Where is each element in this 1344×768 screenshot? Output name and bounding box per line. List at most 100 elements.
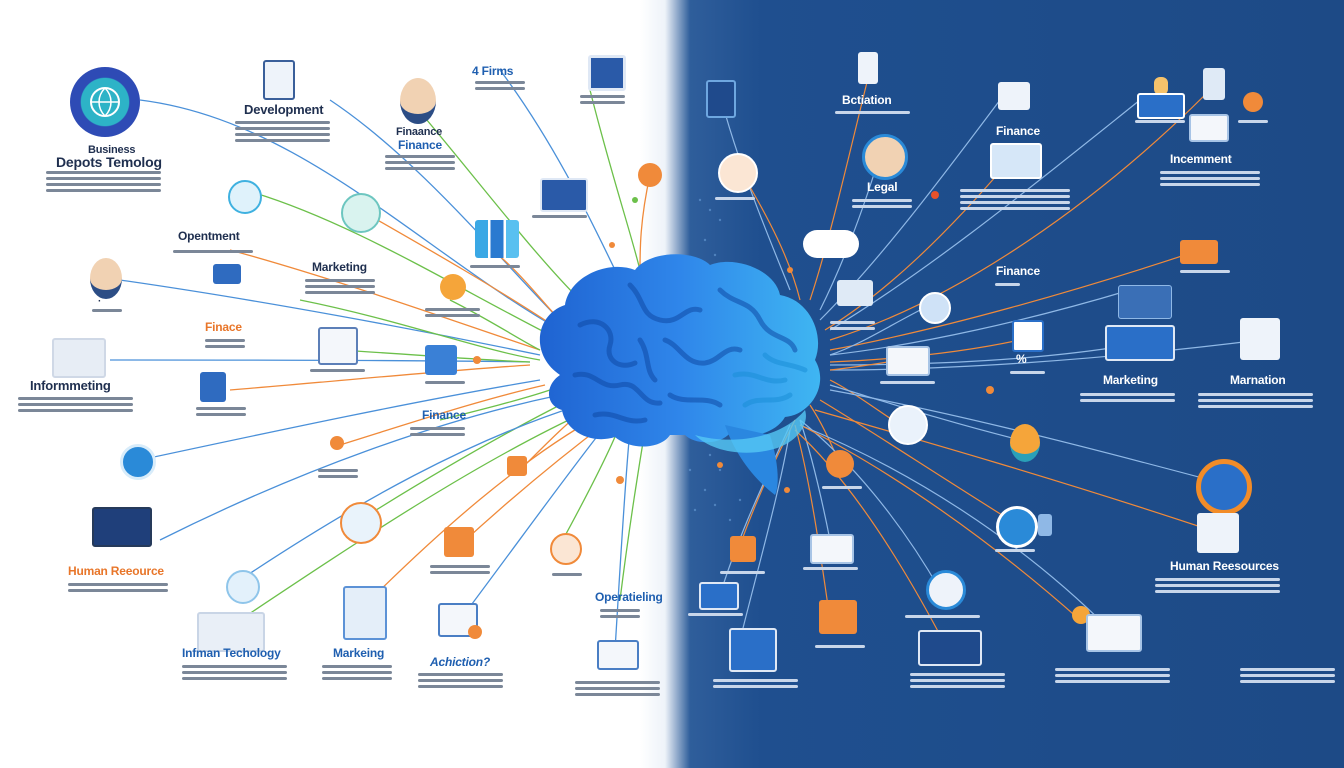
text-block — [196, 404, 246, 419]
gear-icon — [638, 163, 662, 187]
text-block — [1160, 168, 1260, 189]
text-block — [68, 580, 168, 595]
text-block — [575, 678, 660, 699]
label-percent: % — [1016, 352, 1027, 366]
label-ceo: · — [98, 296, 102, 307]
text-block — [310, 366, 365, 375]
label-marketing-right: Marketing — [1103, 373, 1158, 387]
cart-icon — [718, 153, 758, 193]
label-legal: Legal — [867, 180, 898, 194]
text-block — [1010, 368, 1045, 377]
text-block — [960, 186, 1070, 213]
person-icon — [400, 78, 436, 124]
text-block — [995, 546, 1035, 555]
text-block — [182, 662, 287, 683]
person-icon — [862, 134, 908, 180]
lightbulb-icon — [1154, 77, 1168, 95]
label-firms: 4 Firms — [472, 64, 514, 78]
text-block — [715, 194, 755, 203]
globe-icon — [70, 67, 140, 137]
monitor-icon — [886, 346, 930, 376]
text-block — [803, 564, 858, 573]
text-block — [235, 118, 330, 145]
text-block — [910, 670, 1005, 691]
label-optment: Opentment — [178, 229, 240, 243]
text-block — [1180, 267, 1230, 276]
tools-icon — [888, 405, 928, 445]
globe-icon — [996, 506, 1038, 548]
person-icon — [330, 436, 344, 450]
text-block — [1080, 390, 1175, 405]
text-block — [815, 642, 865, 651]
text-block — [425, 305, 480, 320]
text-block — [475, 78, 525, 93]
label-human-resource: Human Reeource — [68, 564, 164, 578]
label-finance-right: Finance — [996, 124, 1040, 138]
monitor-icon — [1105, 325, 1175, 361]
document-icon — [52, 338, 106, 378]
monitor-icon — [706, 80, 736, 118]
text-block — [1135, 117, 1185, 126]
location-icon — [1072, 606, 1090, 624]
text-block — [305, 276, 375, 297]
label-informmeting: Informmeting — [30, 378, 111, 393]
text-block — [995, 280, 1020, 289]
text-block — [470, 262, 520, 271]
chart-icon — [425, 345, 457, 375]
text-block — [92, 306, 122, 315]
text-block — [852, 196, 912, 211]
label-marnation: Marnation — [1230, 373, 1286, 387]
label-inrman-techology: Infman Techology — [182, 646, 281, 660]
text-block — [418, 670, 503, 691]
monitor-icon — [1189, 114, 1229, 142]
chart-icon — [444, 527, 474, 557]
document-icon — [200, 372, 226, 402]
monitor-icon — [810, 534, 854, 564]
monitor-icon — [918, 630, 982, 666]
text-block — [385, 152, 455, 173]
label-markeing: Markeing — [333, 646, 385, 660]
label-finance-orange: Finace — [205, 320, 242, 334]
text-block — [18, 394, 133, 415]
document-icon — [1180, 240, 1218, 264]
gear-icon — [826, 450, 854, 478]
label-marketing-left: Marketing — [312, 260, 367, 274]
gear-icon — [507, 456, 527, 476]
text-block — [425, 378, 465, 387]
gear-icon — [440, 274, 466, 300]
label-finance-a: Finaance — [396, 126, 443, 138]
text-block — [46, 168, 161, 195]
label-actiction: Achiction? — [430, 655, 490, 669]
text-block — [552, 570, 582, 579]
chart-icon — [540, 178, 588, 212]
text-block — [532, 212, 587, 221]
label-operating: Operatieling — [595, 590, 663, 604]
text-block — [173, 247, 253, 256]
label-business: Business — [88, 144, 136, 156]
monitor-icon — [92, 507, 152, 547]
text-block — [410, 424, 465, 439]
monitor-icon — [1038, 514, 1052, 536]
text-block — [205, 336, 245, 351]
brain-icon — [539, 254, 821, 495]
label-human-resources: Human Reesources — [1170, 559, 1279, 573]
monitor-icon — [597, 640, 639, 670]
monitor-icon — [1203, 68, 1225, 100]
text-block — [1240, 665, 1335, 686]
gear-icon — [340, 502, 382, 544]
label-depots-tecnolog: Depots Temolog — [56, 154, 162, 170]
building-icon — [475, 220, 519, 258]
chart-icon — [837, 280, 873, 306]
person-icon — [1243, 92, 1263, 112]
monitor-icon — [729, 628, 777, 672]
text-block — [830, 318, 875, 333]
chart-icon — [819, 600, 857, 634]
document-icon — [998, 82, 1030, 110]
text-block — [713, 676, 798, 691]
text-block — [322, 662, 392, 683]
monitor-icon — [699, 582, 739, 610]
monitor-icon — [1137, 93, 1185, 119]
label-development: Development — [244, 102, 324, 117]
monitor-icon — [1086, 614, 1142, 652]
